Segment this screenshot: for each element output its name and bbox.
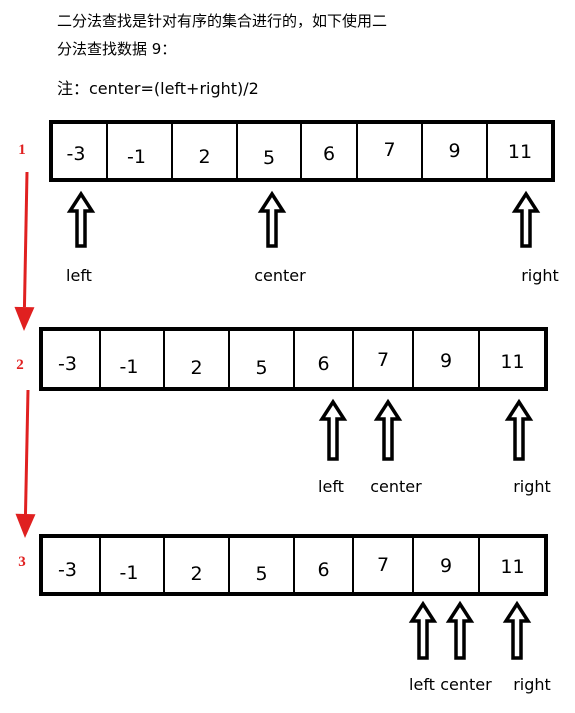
center-pointer-label: center <box>370 477 422 496</box>
array-cell-value: 2 <box>198 146 210 168</box>
array-cell-value: 7 <box>377 554 389 576</box>
array-cell-value: 6 <box>323 143 335 165</box>
right-pointer-arrow-icon <box>511 190 541 248</box>
array-cell-value: 11 <box>500 556 524 578</box>
array-cell-value: -3 <box>67 143 86 165</box>
array-cell-value: 9 <box>440 555 452 577</box>
left-pointer-label: left <box>66 266 92 285</box>
array-cell-value: 5 <box>263 147 275 169</box>
array-cell-value: 9 <box>448 140 460 162</box>
array-cell-value: 5 <box>255 563 267 585</box>
formula-note: 注：center=(left+right)/2 <box>57 79 259 98</box>
left-pointer-label: left <box>409 675 435 694</box>
array-cell-value: 7 <box>377 349 389 371</box>
step-number: 1 <box>18 142 26 158</box>
array-cell-value: -3 <box>58 559 77 581</box>
step-2-to-3-arrow-head <box>15 513 36 538</box>
array-cell-value: 6 <box>317 559 329 581</box>
center-pointer-arrow-icon <box>445 600 475 660</box>
array-cell-value: 11 <box>508 141 532 163</box>
right-pointer-arrow-icon <box>504 398 534 461</box>
step-3-array: 3 -3 -1 2 5 6 7 9 11 left center right <box>18 534 551 694</box>
right-pointer-label: right <box>513 675 551 694</box>
right-pointer-arrow-icon <box>502 600 532 660</box>
center-pointer-label: center <box>254 266 306 285</box>
left-pointer-arrow-icon <box>66 190 96 248</box>
array-cell-value: 2 <box>190 357 202 379</box>
intro-text-line-1: 二分法查找是针对有序的集合进行的，如下使用二 <box>57 12 388 30</box>
center-pointer-arrow-icon <box>373 398 403 461</box>
array-cell-value: 9 <box>440 350 452 372</box>
left-pointer-label: left <box>318 477 344 496</box>
intro-text-line-2: 分法查找数据 9： <box>57 40 177 58</box>
step-1-to-2-arrow-shaft <box>22 171 29 308</box>
array-cell-value: 5 <box>255 357 267 379</box>
array-cell-value: 2 <box>190 563 202 585</box>
right-pointer-label: right <box>513 477 551 496</box>
center-pointer-label: center <box>440 675 492 694</box>
step-1-array: 1 -3 -1 2 5 6 7 9 11 left center right <box>18 120 559 285</box>
array-cell-value: -1 <box>127 146 146 168</box>
array-cell-value: -1 <box>120 356 139 378</box>
right-pointer-label: right <box>521 266 559 285</box>
array-cell-value: 6 <box>317 353 329 375</box>
step-number: 3 <box>18 554 26 570</box>
step-number: 2 <box>16 357 24 373</box>
array-cell-value: 11 <box>500 351 524 373</box>
array-cell-value: 7 <box>383 139 395 161</box>
array-cell-value: -1 <box>120 562 139 584</box>
step-2-array: 2 -3 -1 2 5 6 7 9 11 left center right <box>16 327 551 496</box>
step-2-to-3-arrow-shaft <box>23 389 30 515</box>
left-pointer-arrow-icon <box>408 600 438 660</box>
array-cell-value: -3 <box>58 353 77 375</box>
step-1-to-2-arrow-head <box>14 306 35 331</box>
center-pointer-arrow-icon <box>257 190 287 248</box>
left-pointer-arrow-icon <box>318 398 348 461</box>
